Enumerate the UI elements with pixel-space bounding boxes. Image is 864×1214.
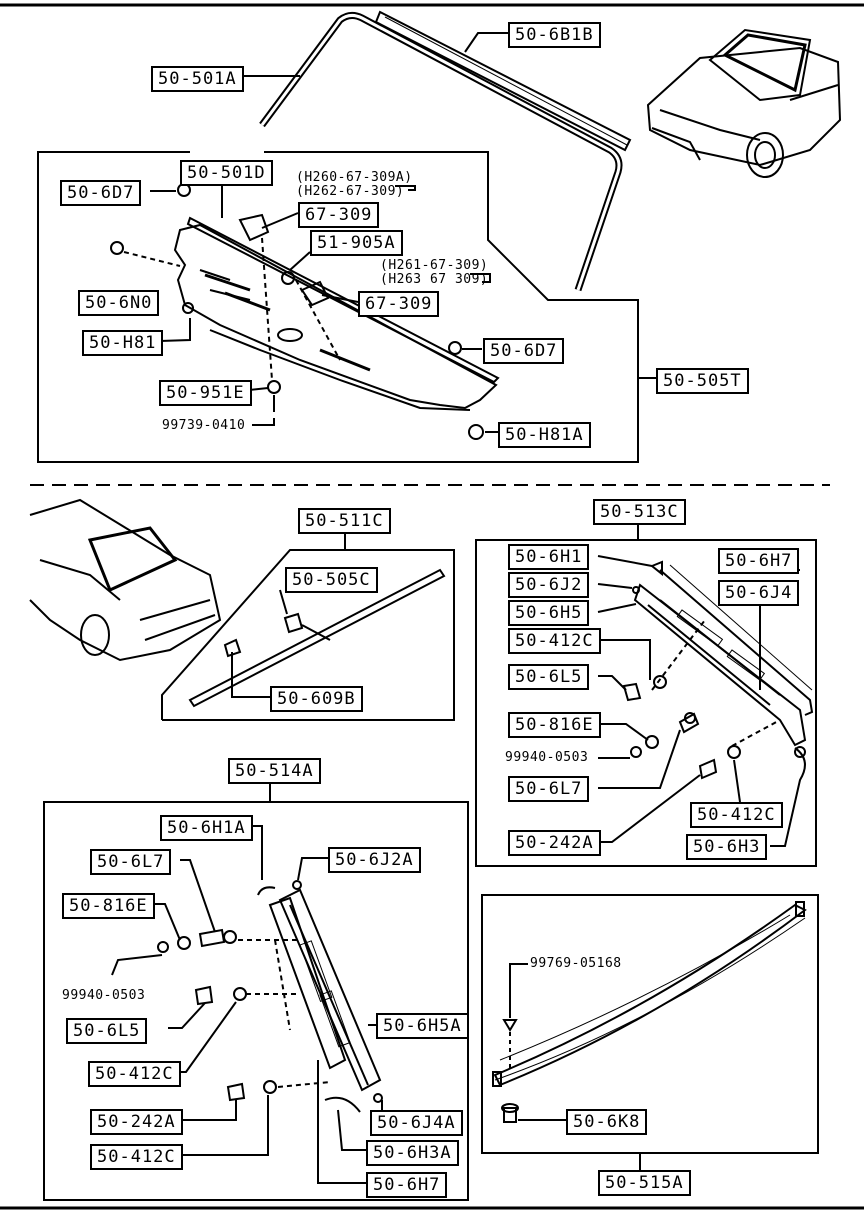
part-label-50-H81: 50-H81 [82, 330, 164, 356]
part-label-50-505C: 50-505C [285, 567, 378, 593]
part-label-67-309-b: 67-309 [358, 291, 440, 317]
fasteners-section5 [501, 963, 568, 1123]
part-label-50-6H5A: 50-6H5A [376, 1013, 469, 1039]
part-label-50-6L7: 50-6L7 [508, 776, 590, 802]
part-label-50-412C-a: 50-412C [508, 628, 601, 654]
section5-frame [481, 894, 819, 1154]
rear-molding [188, 568, 446, 708]
note-h261: (H261-67-309) [380, 258, 489, 273]
part-label-50-951E: 50-951E [159, 380, 252, 406]
note-99739-0410: 99739-0410 [162, 418, 246, 433]
part-label-50-515A: 50-515A [598, 1170, 691, 1196]
part-label-50-6D7-b: 50-6D7 [483, 338, 565, 364]
part-label-50-6H5: 50-6H5 [508, 600, 590, 626]
leader-6B1B [464, 32, 508, 53]
part-label-50-6L5-b: 50-6L5 [66, 1018, 148, 1044]
part-label-50-6L7-b: 50-6L7 [90, 849, 172, 875]
note-h262: (H262-67-309) [296, 184, 405, 199]
part-label-50-6J4A: 50-6J4A [370, 1110, 463, 1136]
note-h263: (H263 67 309) [380, 272, 489, 287]
car-illustration-front [646, 28, 842, 178]
part-label-50-609B: 50-609B [270, 686, 363, 712]
fasteners-section3 [597, 555, 806, 847]
section4-frame [43, 801, 469, 1201]
part-label-50-6H7-b: 50-6H7 [366, 1172, 448, 1198]
part-label-50-6H1: 50-6H1 [508, 544, 590, 570]
part-label-50-513C: 50-513C [593, 499, 686, 525]
part-label-50-6H3: 50-6H3 [686, 834, 768, 860]
clip-505C [283, 612, 304, 634]
part-label-50-6L5: 50-6L5 [508, 664, 590, 690]
part-label-50-6K8: 50-6K8 [566, 1109, 648, 1135]
part-label-50-816E-b: 50-816E [62, 893, 155, 919]
part-label-50-501D: 50-501D [180, 160, 273, 186]
section2-frame [161, 549, 455, 721]
part-label-50-514A: 50-514A [228, 758, 321, 784]
cowl-seal-strip [374, 10, 632, 152]
part-label-50-6H3A: 50-6H3A [366, 1140, 459, 1166]
section1-frame [37, 151, 639, 463]
windshield-molding-inner [260, 13, 621, 291]
part-label-50-6J2A: 50-6J2A [328, 847, 421, 873]
cowl-side-parts [632, 560, 814, 758]
cowl-panel [173, 216, 500, 411]
part-label-50-501A: 50-501A [151, 66, 244, 92]
part-label-51-905A: 51-905A [310, 230, 403, 256]
rear-cowl-strip [492, 901, 807, 1087]
part-label-50-6H7: 50-6H7 [718, 548, 800, 574]
part-label-50-6J4: 50-6J4 [718, 580, 800, 606]
part-label-50-242A-b: 50-242A [90, 1109, 183, 1135]
section3-frame [475, 539, 817, 867]
part-label-50-6H1A: 50-6H1A [160, 815, 253, 841]
part-label-50-412C-d: 50-412C [90, 1144, 183, 1170]
part-label-50-6B1B: 50-6B1B [508, 22, 601, 48]
part-label-50-412C-c: 50-412C [88, 1061, 181, 1087]
part-label-50-H81A: 50-H81A [498, 422, 591, 448]
note-99940-0503-a: 99940-0503 [505, 750, 589, 765]
part-label-50-242A: 50-242A [508, 830, 601, 856]
car-illustration-rear [29, 498, 222, 662]
part-label-50-511C: 50-511C [298, 508, 391, 534]
clip-609B [223, 638, 242, 658]
part-label-50-6D7-a: 50-6D7 [60, 180, 142, 206]
note-h260: (H260-67-309A) [296, 170, 413, 185]
part-label-50-6J2: 50-6J2 [508, 572, 590, 598]
note-99940-0503-b: 99940-0503 [62, 988, 146, 1003]
part-label-50-816E: 50-816E [508, 712, 601, 738]
cowl-seal-detail [384, 16, 628, 146]
cowl-side-parts-b [257, 880, 383, 1113]
leader-609B [231, 652, 270, 698]
part-label-67-309-a: 67-309 [298, 202, 380, 228]
note-99769-05168: 99769-05168 [530, 956, 622, 971]
part-label-50-412C-b: 50-412C [690, 802, 783, 828]
part-label-50-6N0: 50-6N0 [78, 290, 160, 316]
part-label-50-505T: 50-505T [656, 368, 749, 394]
